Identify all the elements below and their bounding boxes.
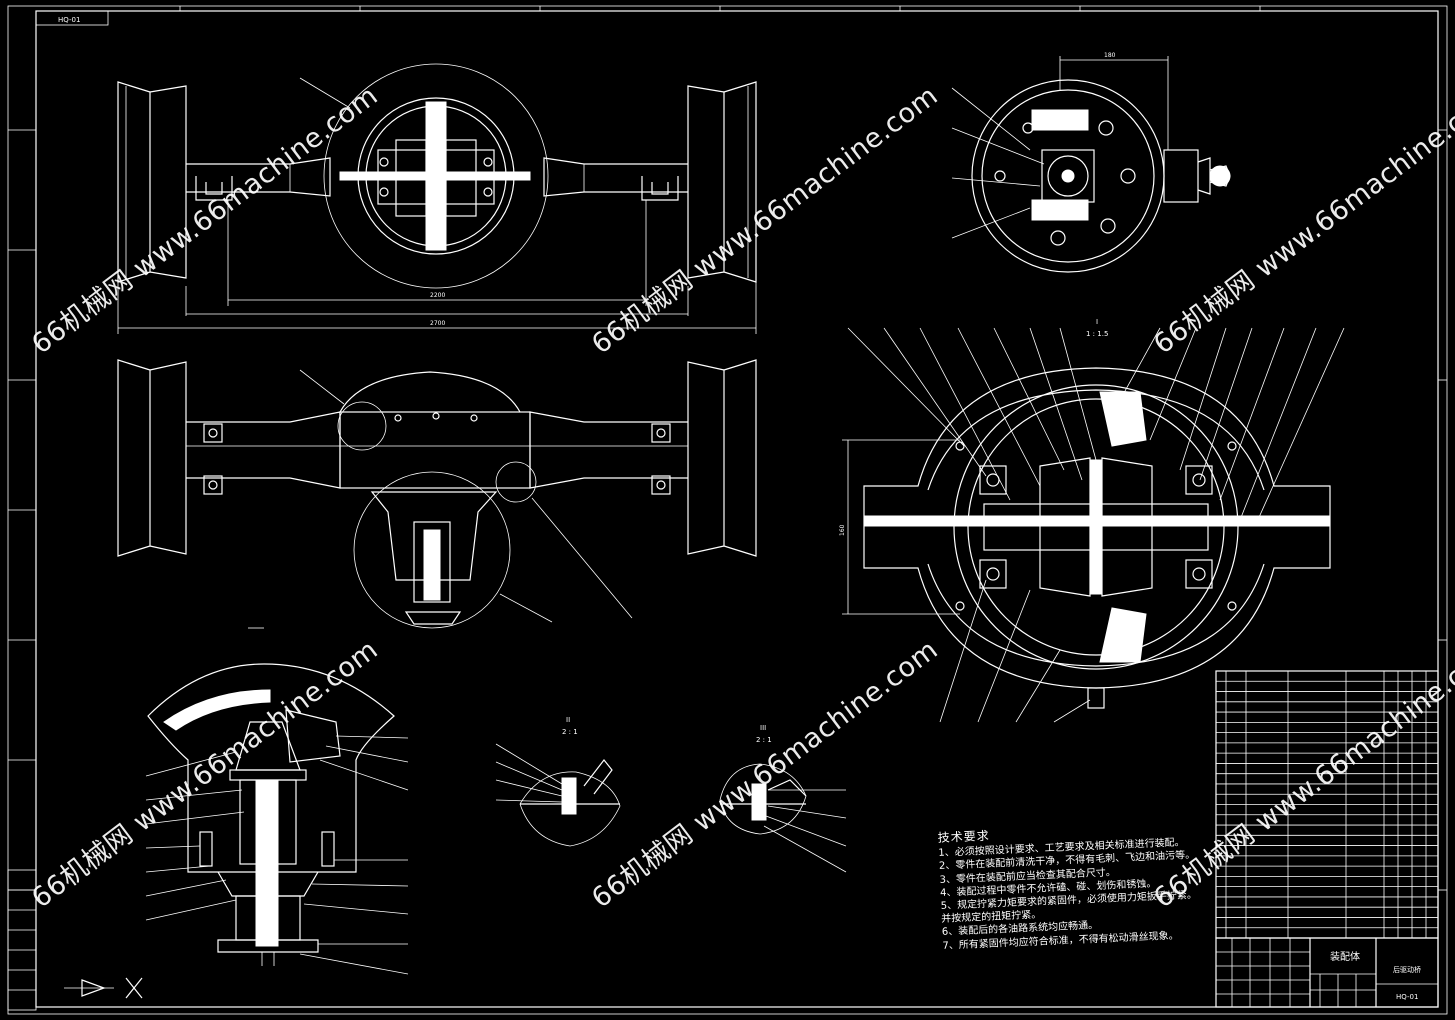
border-ticks (8, 6, 1447, 891)
title-block: 装配体 后驱动桥 HQ-01 (1215, 937, 1439, 1008)
detail-circle-II (337, 401, 387, 451)
parts-list (1215, 670, 1439, 939)
title-block-name: 装配体 (1330, 950, 1360, 963)
detail-III-view: III 2 : 1 (719, 724, 847, 873)
outer-border (7, 5, 1448, 1015)
housing-detail-circle (323, 63, 549, 289)
detail-label-right: III (760, 724, 766, 732)
dim-side-height: 160 (839, 524, 846, 536)
inner-border (35, 10, 1439, 1008)
end-view: 180 (951, 52, 1231, 273)
title-block-drawing-no: HQ-01 (1396, 993, 1418, 1001)
code-top: HQ-01 (58, 16, 80, 24)
main-section-view: I 1 : 1.5 160 (839, 318, 1345, 723)
detail-scale-right: 2 : 1 (756, 736, 772, 744)
section-label: I (1096, 318, 1098, 326)
detail-label-left: II (566, 716, 570, 724)
projection-symbol (64, 977, 143, 999)
detail-scale-left: 2 : 1 (562, 728, 578, 736)
dim-top-width: 180 (1104, 52, 1116, 59)
section-scale: 1 : 1.5 (1086, 330, 1108, 338)
pinion-section-view (145, 627, 409, 975)
dim-overall: 2700 (430, 320, 445, 327)
detail-circle-III (495, 461, 537, 503)
axle-side-view (117, 359, 757, 629)
title-block-subtitle: 后驱动桥 (1393, 965, 1421, 974)
detail-II-view: II 2 : 1 (495, 716, 621, 847)
axle-top-view: 2200 2700 (117, 63, 757, 334)
code-box (35, 10, 109, 26)
revision-table (7, 869, 37, 1011)
dim-track: 2200 (430, 292, 445, 299)
technical-requirements: 技术要求 1、必须按照设计要求、工艺要求及相关标准进行装配。 2、零件在装配前清… (937, 820, 1212, 952)
